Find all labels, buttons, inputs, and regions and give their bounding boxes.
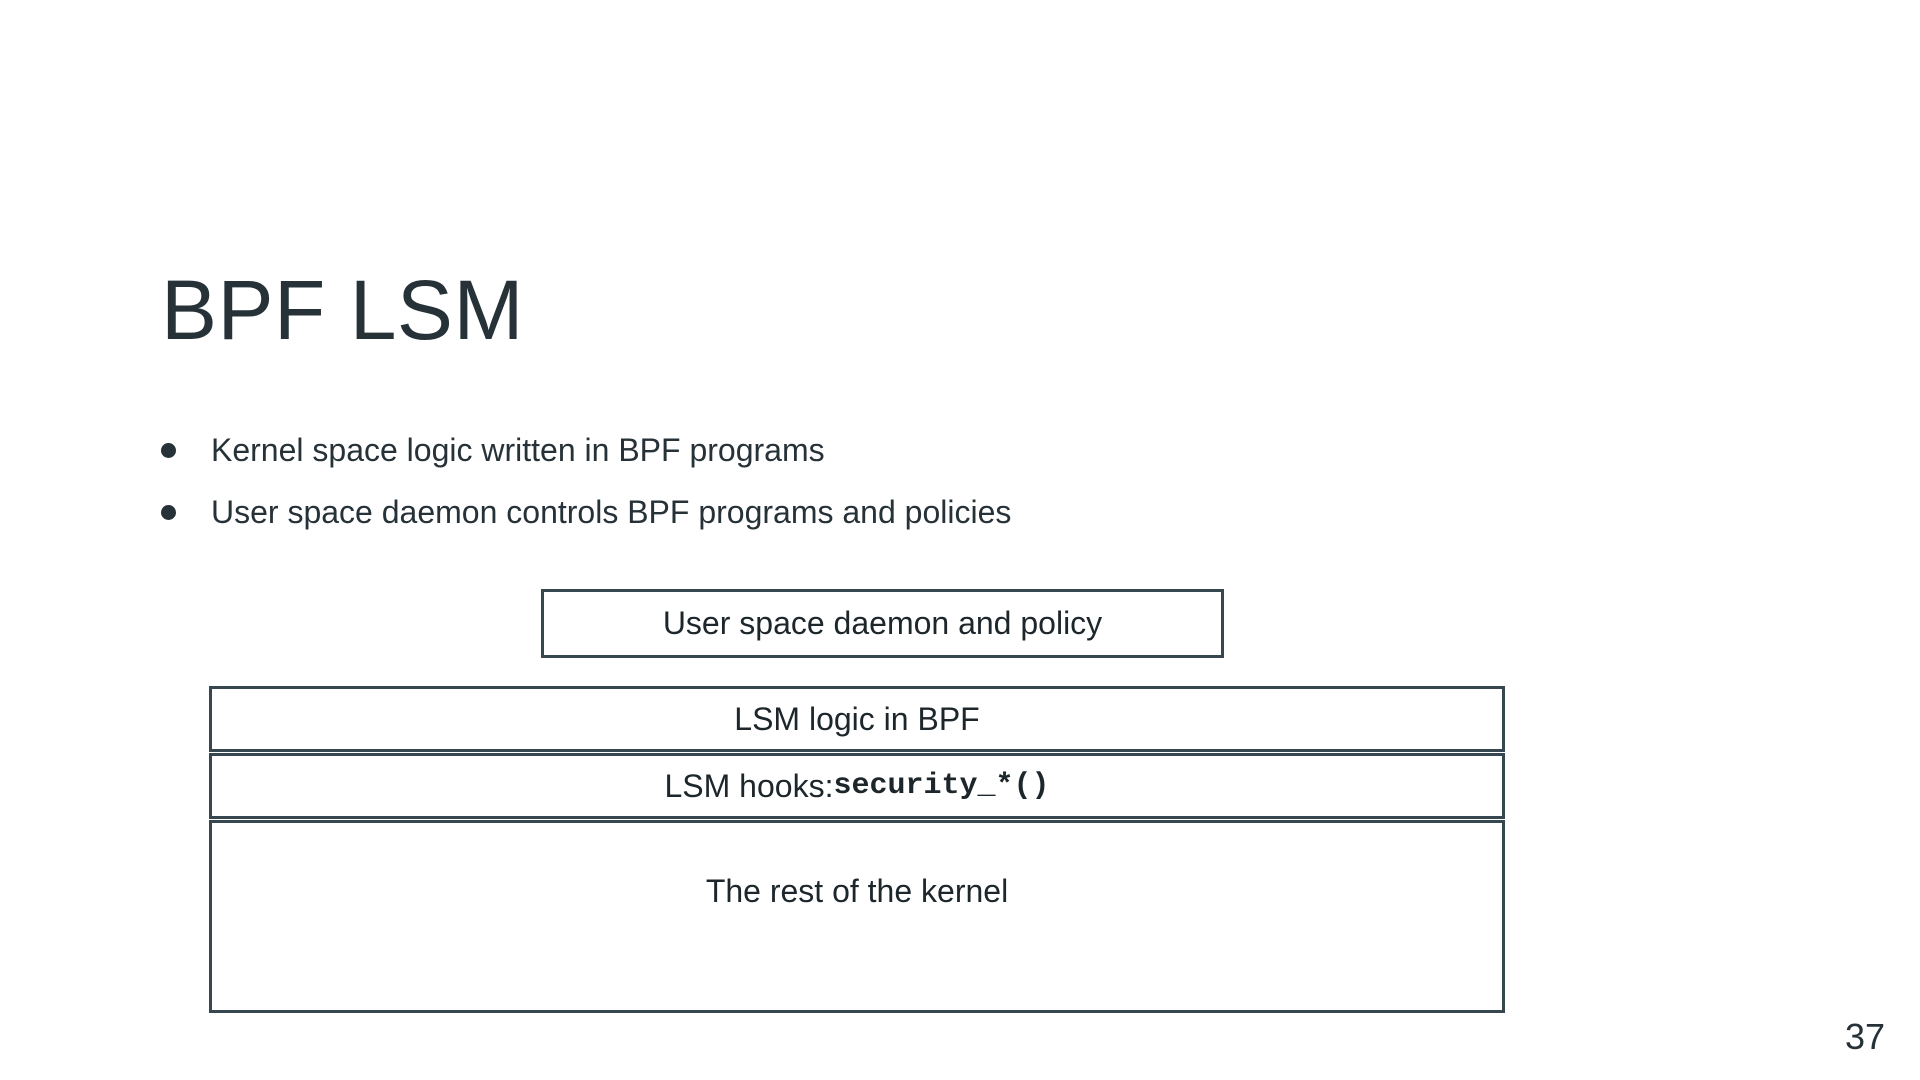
page-title: BPF LSM	[161, 263, 524, 357]
user-space-daemon-box: User space daemon and policy	[541, 589, 1224, 658]
bullet-icon	[161, 442, 176, 458]
list-item: User space daemon controls BPF programs …	[161, 481, 1011, 543]
kernel-rest-row-label: The rest of the kernel	[705, 873, 1009, 909]
bullet-icon	[161, 504, 176, 520]
lsm-hooks-row: LSM hooks: security_*()	[209, 753, 1505, 819]
lsm-logic-row-label: LSM logic in BPF	[734, 700, 980, 737]
lsm-hooks-row-label: LSM hooks:	[664, 767, 834, 804]
list-item: Kernel space logic written in BPF progra…	[161, 419, 1011, 481]
lsm-logic-row: LSM logic in BPF	[209, 686, 1505, 752]
lsm-hooks-row-code: security_*()	[833, 769, 1050, 803]
bullet-text: Kernel space logic written in BPF progra…	[211, 431, 825, 468]
page-number: 37	[1845, 1016, 1886, 1057]
bullet-text: User space daemon controls BPF programs …	[211, 493, 1012, 530]
kernel-stack-diagram: LSM logic in BPF LSM hooks: security_*()…	[209, 686, 1505, 1013]
bullet-list: Kernel space logic written in BPF progra…	[161, 419, 1011, 543]
user-space-daemon-box-label: User space daemon and policy	[662, 605, 1103, 641]
kernel-rest-row: The rest of the kernel	[209, 820, 1505, 1013]
